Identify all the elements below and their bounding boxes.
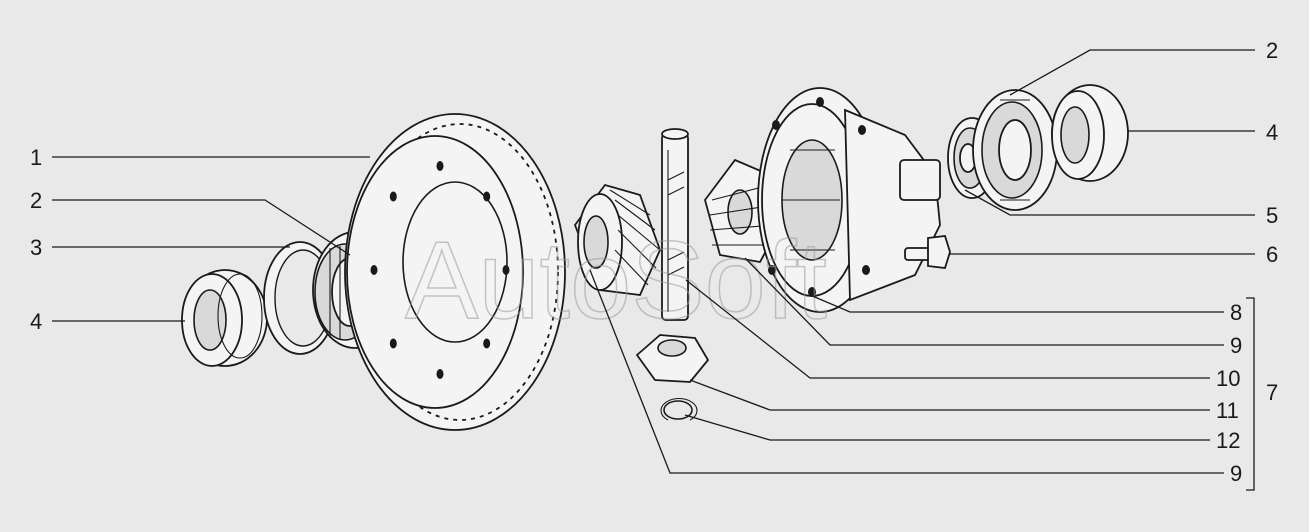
leader-9-upper <box>744 257 1224 346</box>
bolt-hole <box>436 369 444 379</box>
bearing-outer-race-right <box>1051 84 1129 182</box>
pinion-shaft <box>661 128 689 321</box>
bolt-hole <box>370 265 378 275</box>
callout-9-upper: 9 <box>1230 333 1242 358</box>
leader-5 <box>964 189 1255 216</box>
group-bracket-7 <box>1246 297 1255 491</box>
bolt-hole <box>436 161 444 171</box>
leader-2-left <box>52 199 351 256</box>
callout-6: 6 <box>1266 242 1278 267</box>
callout-numbers: 1 2 3 4 2 4 5 6 8 9 10 11 12 9 7 <box>30 38 1278 486</box>
callout-4-left: 4 <box>30 309 42 334</box>
callout-3: 3 <box>30 235 42 260</box>
leader-12 <box>684 414 1210 441</box>
leader-11 <box>689 379 1210 411</box>
callout-leaders <box>52 49 1255 491</box>
ring-gear <box>344 113 566 431</box>
callout-8: 8 <box>1230 300 1242 325</box>
leader-2-right <box>1009 49 1255 96</box>
pinion-gear-upper <box>573 183 661 296</box>
leader-9-lower <box>589 269 1224 474</box>
callout-1: 1 <box>30 145 42 170</box>
bolt-hole <box>389 338 397 349</box>
callout-9-lower: 9 <box>1230 461 1242 486</box>
case-bolt <box>904 235 951 269</box>
callout-7-group: 7 <box>1266 380 1278 405</box>
differential-case <box>757 87 941 313</box>
callout-12: 12 <box>1216 428 1240 453</box>
watermark-text: AutoSoft <box>405 219 827 342</box>
bolt-hole <box>502 265 510 275</box>
callout-5: 5 <box>1266 203 1278 228</box>
leader-8 <box>809 294 1224 313</box>
ring-gear-bolt-holes <box>370 161 510 379</box>
callout-11: 11 <box>1216 398 1239 423</box>
leader-10 <box>685 279 1210 379</box>
bearing-outer-race-left <box>181 269 268 367</box>
snap-ring <box>660 397 698 421</box>
bolt-hole <box>483 338 491 349</box>
side-gear <box>635 334 710 383</box>
bearing-cup-right <box>972 89 1058 211</box>
bolt-hole <box>389 191 397 202</box>
callout-4-right: 4 <box>1266 120 1278 145</box>
callout-2-right: 2 <box>1266 38 1278 63</box>
bolt-hole <box>483 191 491 202</box>
callout-10: 10 <box>1216 366 1240 391</box>
callout-2-left: 2 <box>30 188 42 213</box>
